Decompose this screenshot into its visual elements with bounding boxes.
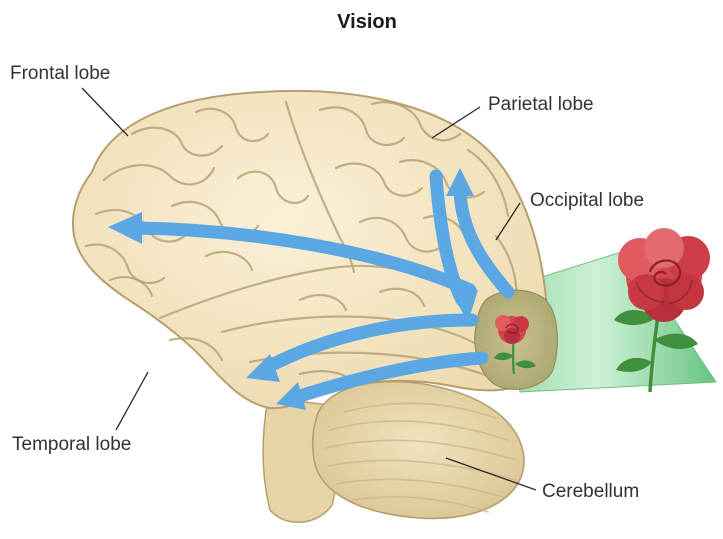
label-frontal-lobe: Frontal lobe [10,63,110,84]
leader-temporal [116,372,148,430]
leader-frontal [82,88,128,136]
label-occipital-lobe: Occipital lobe [530,190,644,211]
label-cerebellum: Cerebellum [542,481,639,502]
cerebellum [313,382,524,519]
diagram-title: Vision [337,11,397,33]
label-parietal-lobe: Parietal lobe [488,94,594,115]
label-temporal-lobe: Temporal lobe [12,434,131,455]
